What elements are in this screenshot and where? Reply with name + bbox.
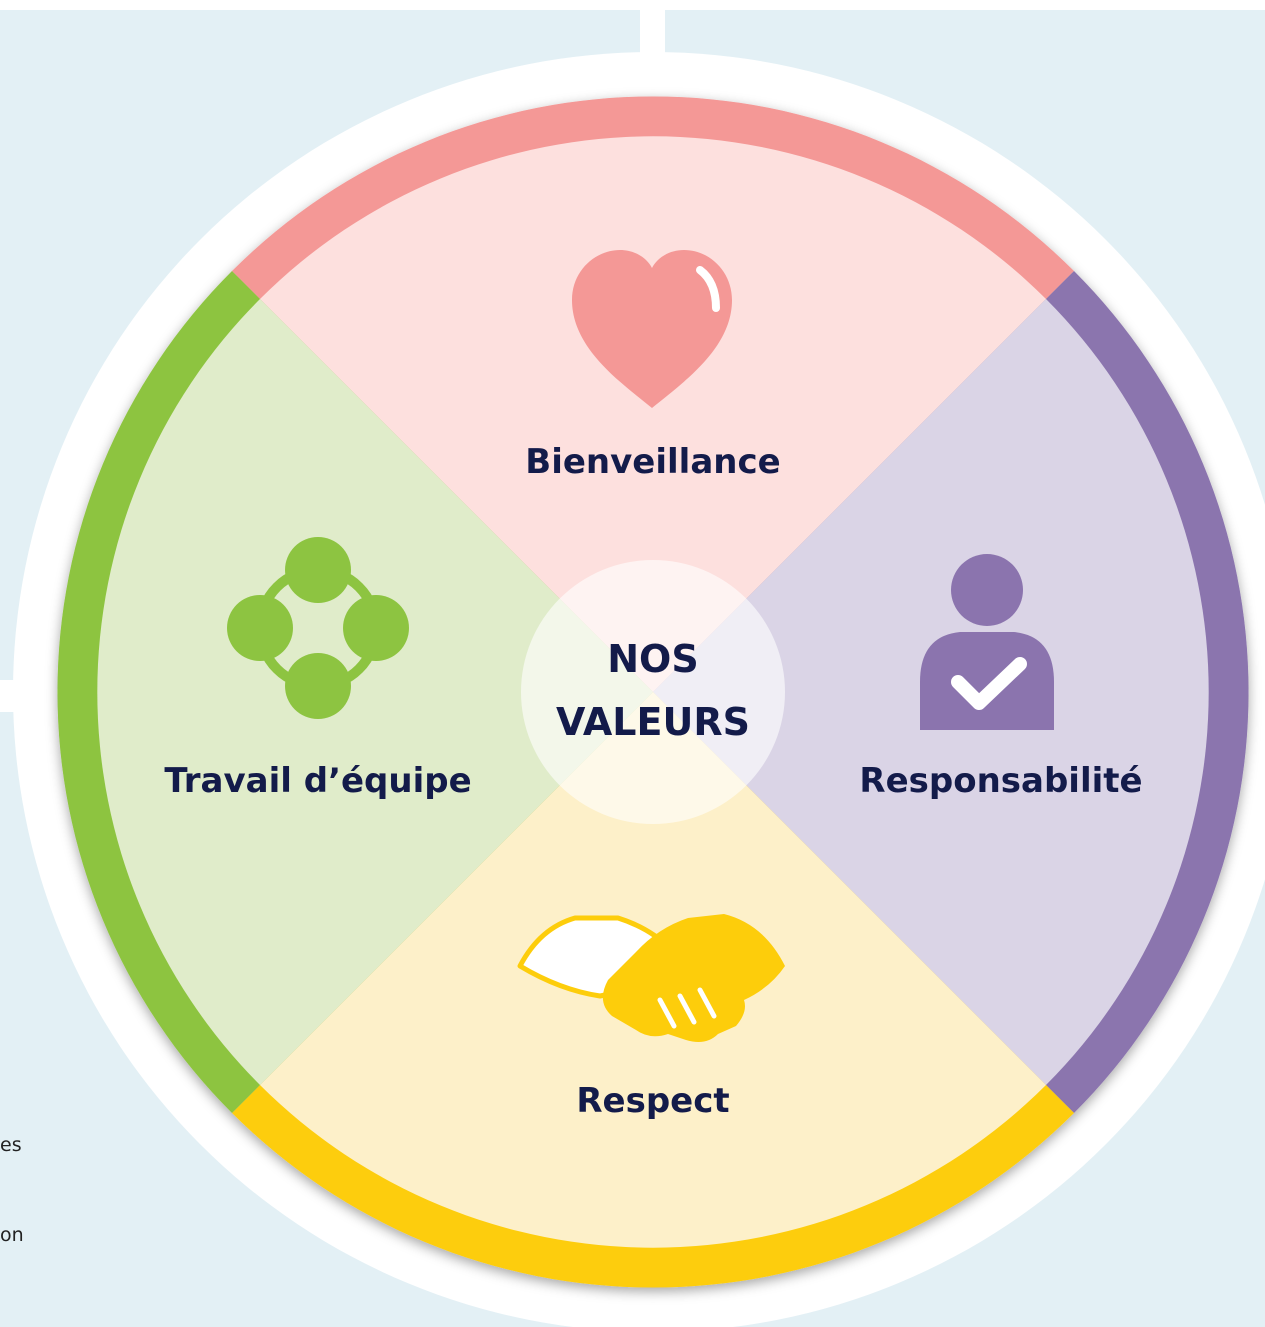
center-circle — [521, 560, 785, 824]
text-fragment: on — [0, 1224, 24, 1246]
team-network-icon — [227, 537, 409, 719]
label-respect: Respect — [576, 1081, 729, 1121]
segment-bienveillance — [260, 136, 1046, 692]
segment-travail — [97, 299, 653, 1085]
text-fragment: es — [0, 1134, 22, 1156]
person-check-icon — [920, 554, 1054, 730]
handshake-icon — [517, 914, 785, 1042]
center-title-line1: NOS — [607, 637, 698, 681]
label-bienveillance: Bienveillance — [525, 442, 780, 482]
label-responsabilite: Responsabilité — [859, 761, 1142, 801]
heart-icon — [572, 250, 732, 408]
center-title-line2: VALEURS — [556, 700, 750, 744]
label-travail-equipe: Travail d’équipe — [164, 761, 471, 801]
